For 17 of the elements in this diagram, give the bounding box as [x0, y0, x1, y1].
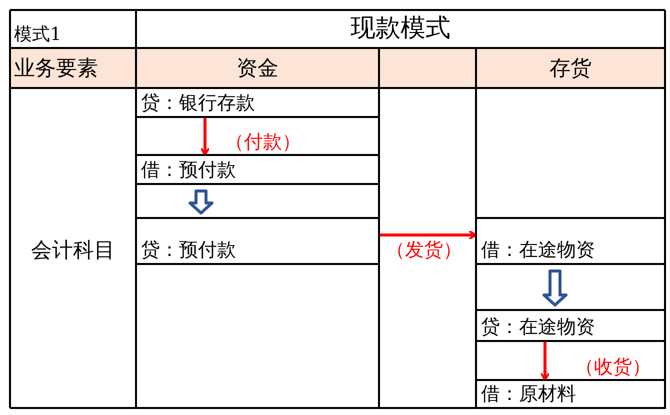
account-text: 借：原材料 — [481, 385, 576, 404]
arrow — [542, 270, 568, 306]
title: 现款模式 — [350, 15, 452, 40]
account-text: 贷：在途物资 — [481, 318, 595, 337]
account-text: 借：预付款 — [141, 161, 236, 180]
arrow — [188, 190, 214, 214]
account-text: 贷：预付款 — [141, 241, 236, 260]
arrow — [380, 230, 477, 240]
account-text: 贷：银行存款 — [141, 94, 255, 113]
header-label: 资金 — [236, 58, 280, 79]
header-label: 存货 — [548, 58, 592, 79]
account-text: 借：在途物资 — [481, 241, 595, 260]
header-label: 会计科目 — [30, 240, 116, 261]
header-label: 模式1 — [14, 26, 62, 44]
arrow — [540, 342, 550, 381]
header-label: 业务要素 — [14, 58, 98, 79]
arrow — [200, 118, 210, 156]
